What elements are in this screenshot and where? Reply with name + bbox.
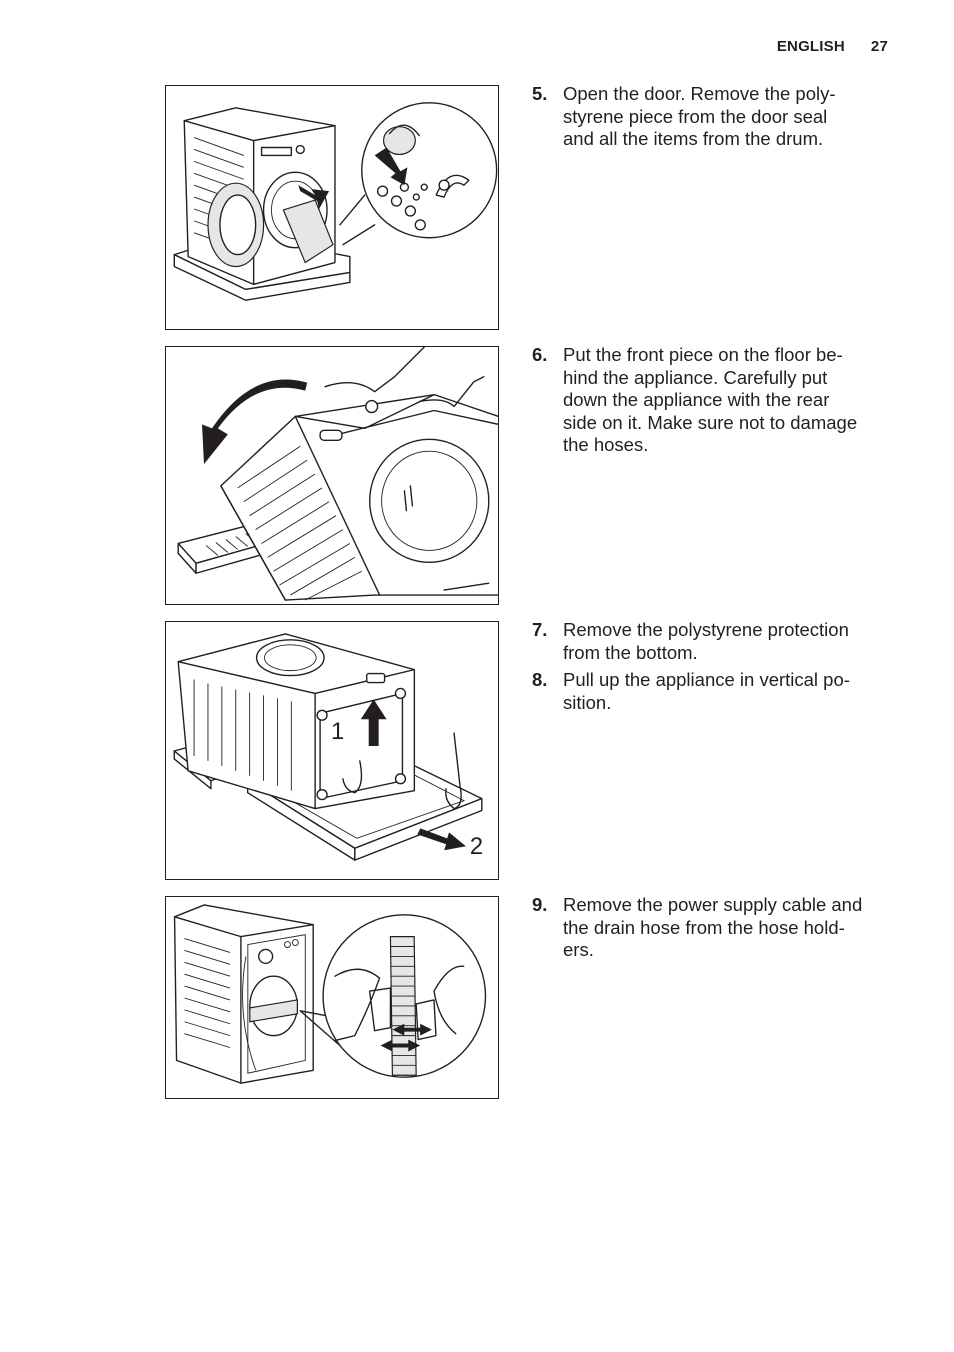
header-page-number: 27: [870, 38, 888, 55]
figure-label-1: 1: [331, 718, 344, 745]
step-text: Put the front piece on the floor be- hin…: [563, 344, 858, 455]
step-9: 9. Remove the power supply cable and the…: [532, 894, 892, 962]
step-6: 6. Put the front piece on the floor be- …: [532, 344, 892, 457]
step-text: Open the door. Remove the poly- styrene …: [563, 83, 836, 149]
figure-remove-bottom-protection: 1 2: [165, 621, 499, 880]
step-number: 7.: [532, 619, 548, 640]
step-number: 6.: [532, 344, 548, 365]
illustration-washer-tilting: [177, 347, 498, 601]
step-number: 5.: [532, 83, 548, 104]
figure-tilt-appliance: [165, 346, 499, 605]
step-8: 8. Pull up the appliance in vertical po-…: [532, 669, 892, 714]
illustration-washer-bottom-protection: 1 2: [173, 633, 483, 861]
step-7: 7. Remove the polystyrene protection fro…: [532, 619, 892, 664]
step-text: Pull up the appliance in vertical po- si…: [563, 669, 850, 713]
illustration-washer-open-door: [173, 102, 498, 301]
step-5: 5. Open the door. Remove the poly- styre…: [532, 83, 892, 151]
step-text: Remove the power supply cable and the dr…: [563, 894, 863, 960]
step-text: Remove the polystyrene protection from t…: [563, 619, 849, 663]
figure-remove-hoses: [165, 896, 499, 1099]
figure-label-2: 2: [470, 833, 483, 860]
step-number: 8.: [532, 669, 548, 690]
header-language: ENGLISH: [776, 38, 845, 55]
figure-remove-polystyrene-door: [165, 85, 499, 330]
illustration-washer-rear-hoses: [173, 904, 487, 1084]
step-number: 9.: [532, 894, 548, 915]
page-header: ENGLISH 27: [777, 38, 888, 55]
